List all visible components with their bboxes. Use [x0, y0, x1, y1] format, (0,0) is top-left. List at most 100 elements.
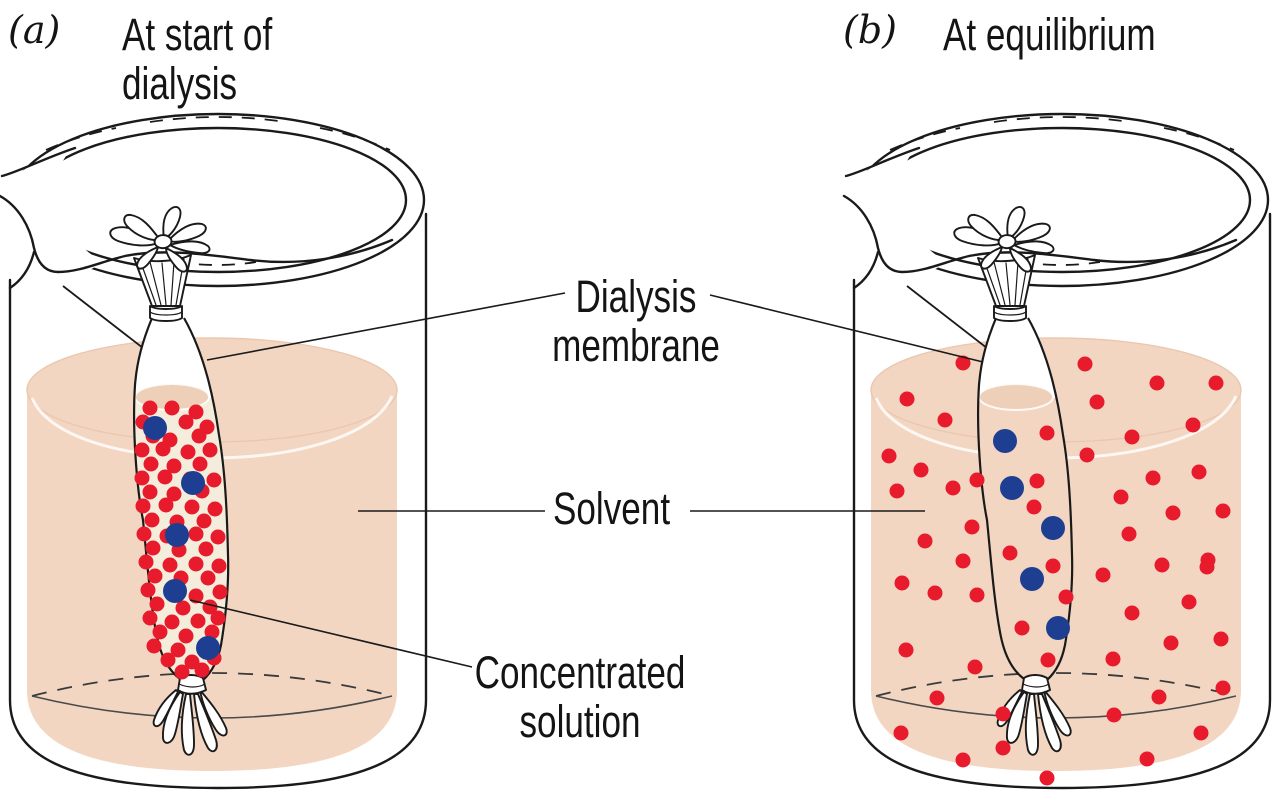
- red-molecule: [136, 526, 152, 542]
- beaker-equilibrium: [842, 112, 1272, 790]
- red-molecule: [202, 442, 218, 458]
- red-molecule: [147, 568, 163, 584]
- red-molecule: [1151, 689, 1167, 705]
- solvent-label: Solvent: [553, 483, 671, 534]
- red-molecule: [1213, 631, 1229, 647]
- blue-molecule: [1020, 567, 1044, 591]
- red-molecule: [170, 642, 186, 658]
- red-molecule: [162, 557, 178, 573]
- red-molecule: [929, 690, 945, 706]
- red-molecule: [917, 533, 933, 549]
- blue-molecule: [1046, 616, 1070, 640]
- blue-molecule: [1000, 476, 1024, 500]
- red-molecule: [889, 483, 905, 499]
- red-molecule: [1014, 620, 1030, 636]
- red-molecule: [995, 740, 1011, 756]
- blue-molecule: [165, 523, 189, 547]
- red-molecule: [192, 456, 208, 472]
- red-molecule: [1039, 425, 1055, 441]
- red-molecule: [184, 654, 200, 670]
- red-molecule: [184, 499, 200, 515]
- large-solute-dots-a: [143, 416, 220, 660]
- red-molecule: [175, 600, 191, 616]
- panel-a-title-line1: At start of: [122, 9, 273, 60]
- red-molecule: [138, 554, 154, 570]
- dialysis-membrane-label: Dialysis membrane: [519, 272, 753, 370]
- panel-b-index: (b): [843, 8, 897, 52]
- red-molecule: [191, 428, 207, 444]
- red-molecule: [145, 540, 161, 556]
- red-molecule: [1193, 725, 1209, 741]
- red-molecule: [188, 404, 204, 420]
- blue-molecule: [1041, 516, 1065, 540]
- red-molecule: [210, 529, 226, 545]
- concentrated-line1: Concentrated: [474, 647, 686, 698]
- small-solute-dots-a: [134, 400, 228, 680]
- red-molecule: [969, 587, 985, 603]
- red-molecule: [955, 553, 971, 569]
- red-molecule: [894, 575, 910, 591]
- red-molecule: [144, 512, 160, 528]
- red-molecule: [142, 400, 158, 416]
- membrane-leader-right: [709, 294, 984, 363]
- red-molecule: [158, 497, 174, 513]
- red-molecule: [1095, 567, 1111, 583]
- membrane-leader-left: [206, 292, 566, 361]
- red-molecule: [1149, 375, 1165, 391]
- red-molecule: [190, 613, 206, 629]
- small-solute-dots-b-solvent: [881, 355, 1231, 786]
- red-molecule: [200, 570, 216, 586]
- red-molecule: [160, 652, 176, 668]
- red-molecule: [1215, 680, 1231, 696]
- dialysis-membrane-line2: membrane: [552, 320, 720, 371]
- red-molecule: [969, 472, 985, 488]
- red-molecule: [210, 610, 226, 626]
- red-molecule: [945, 480, 961, 496]
- leader-lines: [189, 292, 984, 668]
- red-molecule: [166, 458, 182, 474]
- red-molecule: [913, 462, 929, 478]
- red-molecule: [1145, 470, 1161, 486]
- red-molecule: [899, 391, 915, 407]
- red-molecule: [180, 444, 196, 460]
- red-molecule: [196, 513, 212, 529]
- red-molecule: [134, 442, 150, 458]
- blue-molecule: [993, 429, 1017, 453]
- red-molecule: [149, 596, 165, 612]
- red-molecule: [155, 441, 171, 457]
- concentrated-solution-label: Concentrated solution: [463, 648, 697, 746]
- red-molecule: [142, 610, 158, 626]
- red-molecule: [967, 659, 983, 675]
- red-molecule: [1089, 394, 1105, 410]
- beaker-start: [0, 112, 428, 790]
- red-molecule: [1002, 545, 1018, 561]
- red-molecule: [1105, 651, 1121, 667]
- red-molecule: [178, 628, 194, 644]
- red-molecule: [1199, 559, 1215, 575]
- red-molecule: [166, 486, 182, 502]
- red-molecule: [898, 642, 914, 658]
- red-molecule: [206, 472, 222, 488]
- red-molecule: [893, 725, 909, 741]
- red-molecule: [212, 584, 228, 600]
- red-molecule: [1040, 652, 1056, 668]
- red-molecule: [1165, 505, 1181, 521]
- red-molecule: [211, 558, 227, 574]
- red-molecule: [204, 624, 220, 640]
- blue-molecule: [196, 636, 220, 660]
- red-molecule: [1139, 751, 1155, 767]
- panel-a-title-line2: dialysis: [122, 58, 238, 109]
- red-molecule: [1215, 503, 1231, 519]
- blue-molecule: [163, 579, 187, 603]
- large-solute-dots-b: [993, 429, 1070, 640]
- blue-molecule: [143, 416, 167, 440]
- blue-molecule: [181, 471, 205, 495]
- red-molecule: [1029, 473, 1045, 489]
- concentrated-line2: solution: [519, 696, 641, 747]
- panel-b-title: At equilibrium: [943, 9, 1156, 60]
- red-molecule: [1058, 589, 1074, 605]
- red-molecule: [207, 501, 223, 517]
- red-molecule: [146, 638, 162, 654]
- red-molecule: [1045, 558, 1061, 574]
